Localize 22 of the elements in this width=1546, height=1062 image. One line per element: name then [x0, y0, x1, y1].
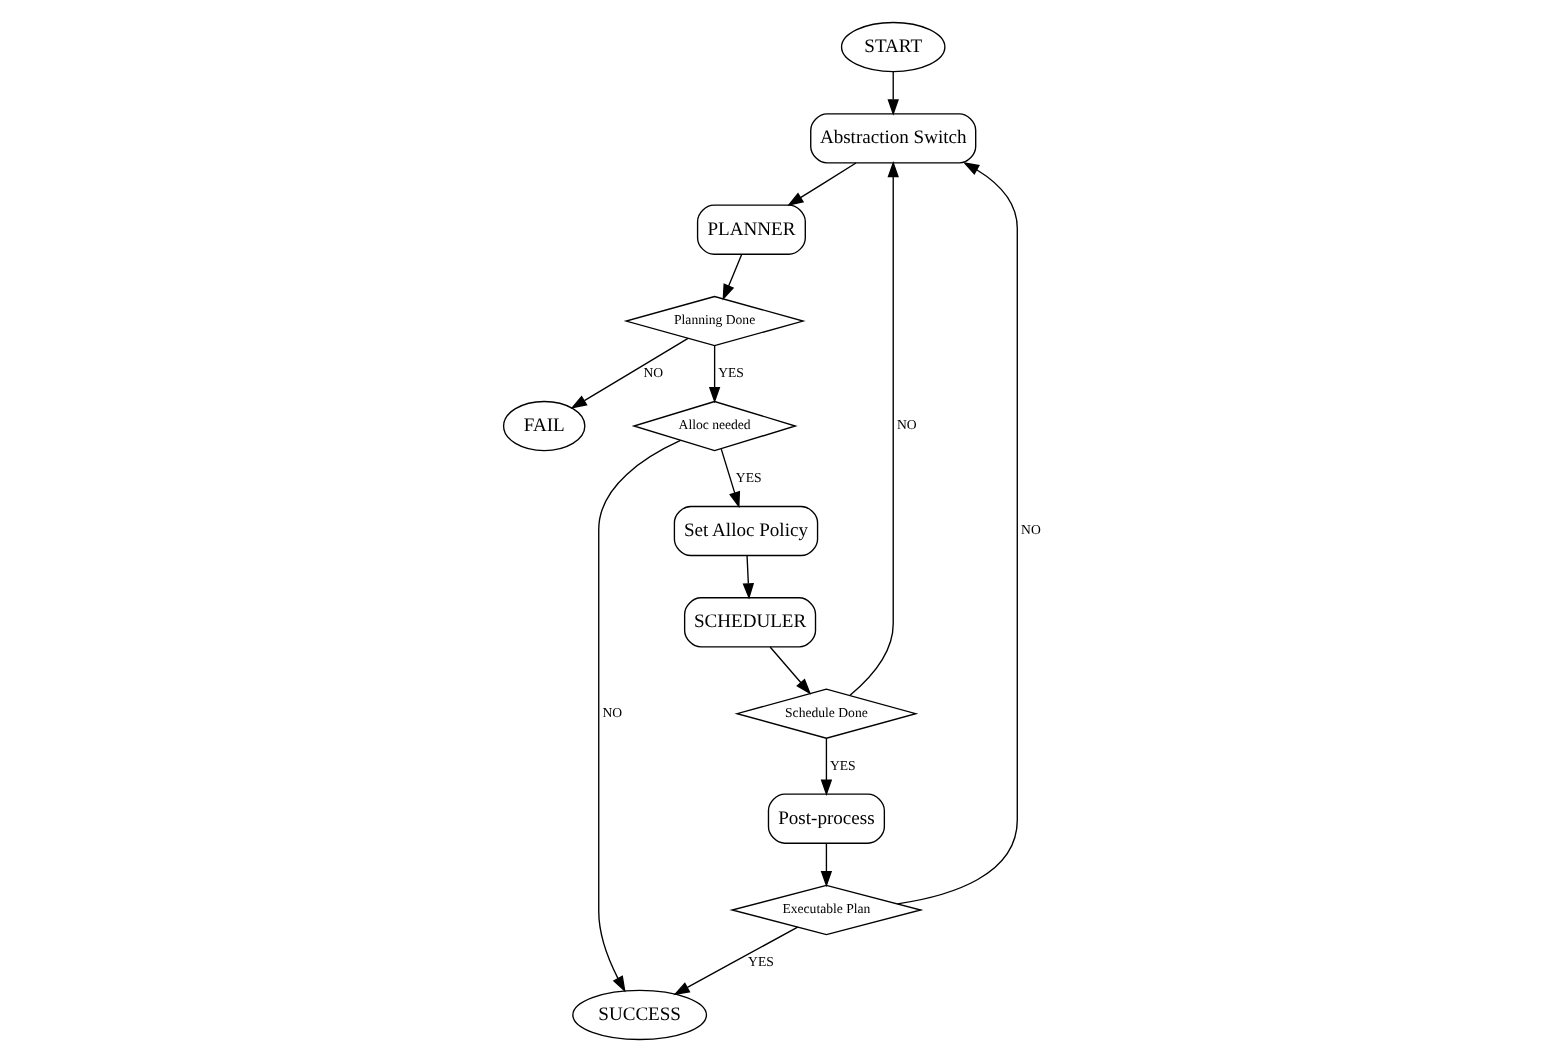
arrow: [707, 344, 720, 404]
node-box: Abstraction Switch: [809, 113, 976, 164]
arrow: [597, 439, 681, 993]
node-ellipse: FAIL: [501, 400, 585, 452]
node-box: Set Alloc Policy: [672, 505, 818, 557]
arrow: [819, 737, 832, 796]
arrow: [819, 842, 832, 888]
arrow: [719, 448, 740, 509]
node-ellipse: SUCCESS: [571, 989, 707, 1041]
arrow: [768, 646, 811, 695]
arrow: [895, 162, 1017, 905]
node-box: PLANNER: [695, 204, 805, 255]
arrow: [848, 161, 898, 697]
node-box: SCHEDULER: [682, 597, 816, 648]
arrow: [672, 926, 798, 996]
arrow: [721, 253, 742, 301]
arrow: [886, 71, 898, 116]
node-box: Post-process: [766, 793, 885, 844]
arrow: [741, 554, 754, 600]
arrow: [569, 337, 688, 409]
arrow: [786, 162, 856, 206]
node-ellipse: START: [839, 21, 945, 73]
